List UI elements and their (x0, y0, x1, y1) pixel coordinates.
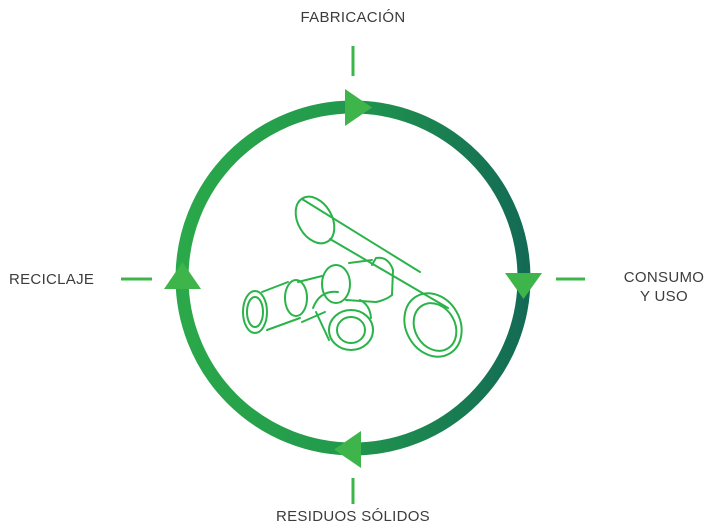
arrow-down-icon (505, 273, 542, 299)
arrow-right-icon (345, 89, 372, 126)
stage-label-reciclaje: RECICLAJE (9, 271, 95, 288)
pipe-tee-fitting-icon (242, 195, 463, 358)
cycle-ring (175, 100, 531, 456)
stage-label-consumo-line1: CONSUMO (623, 269, 705, 286)
stage-label-consumo-y-uso: CONSUMO Y USO (606, 268, 722, 306)
stage-label-consumo-line2: Y USO (640, 288, 688, 305)
arrow-up-icon (164, 262, 201, 289)
arrow-left-icon (334, 431, 361, 468)
stage-label-fabricacion: FABRICACIÓN (300, 9, 406, 26)
stage-label-residuos-solidos: RESIDUOS SÓLIDOS (275, 508, 430, 525)
